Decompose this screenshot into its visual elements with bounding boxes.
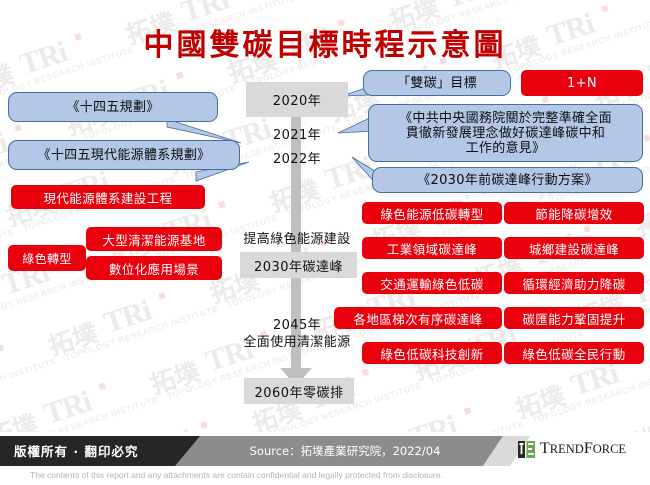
copyright-text: 版權所有 · 翻印必究 — [14, 444, 139, 459]
milestone-2022: 2022年 — [272, 152, 322, 167]
redbox-action-8[interactable]: 綠色低碳科技創新 — [362, 342, 502, 364]
redbox-action-9[interactable]: 綠色低碳全民行動 — [504, 342, 644, 364]
milestone-2060: 2060年零碳排 — [244, 378, 354, 404]
redbox-action-3[interactable]: 城鄉建設碳達峰 — [504, 237, 644, 259]
redbox-action-5[interactable]: 循環經濟助力降碳 — [504, 272, 644, 294]
redbox-green-transition[interactable]: 綠色轉型 — [8, 245, 86, 271]
diagram-content: 2020年 2021年 2022年 提高綠色能源建設 2030年碳達峰 2045… — [8, 70, 644, 404]
logo-f: F — [583, 440, 593, 457]
redbox-action-0[interactable]: 綠色能源低碳轉型 — [362, 202, 502, 224]
opinion-line-1: 《中共中央國務院關於完整準確全面 — [399, 110, 612, 126]
logo-rend: REND — [549, 442, 584, 456]
opinion-line-3: 工作的意見》 — [465, 140, 546, 156]
logo-orce: ORCE — [592, 442, 627, 456]
milestone-2030: 2030年碳達峰 — [240, 252, 357, 278]
callout-plan-14th5[interactable]: 《十四五規劃》 — [8, 92, 218, 122]
callout-tail-plan1 — [166, 118, 242, 144]
timeline-arrow — [280, 110, 312, 386]
redbox-energy-system-project[interactable]: 現代能源體系建設工程 — [11, 185, 205, 209]
callout-peak-2030-plan[interactable]: 《2030年前碳達峰行動方案》 — [372, 167, 643, 193]
redbox-clean-energy-base[interactable]: 大型清潔能源基地 — [86, 227, 222, 251]
redbox-action-7[interactable]: 碳匯能力鞏固提升 — [504, 307, 644, 329]
redbox-digital-scenario[interactable]: 數位化應用場景 — [86, 256, 222, 280]
redbox-action-2[interactable]: 工業領域碳達峰 — [362, 237, 502, 259]
callout-state-council-opinion[interactable]: 《中共中央國務院關於完整準確全面 貫徹新發展理念做好碳達峰碳中和 工作的意見》 — [368, 104, 643, 162]
page-title: 中國雙碳目標時程示意圖 — [143, 28, 507, 63]
redbox-action-4[interactable]: 交通運輸綠色低碳 — [362, 272, 502, 294]
logo-t: T — [540, 440, 550, 457]
connector-lines — [166, 85, 379, 386]
opinion-line-2: 貫徹新發展理念做好碳達峰碳中和 — [405, 125, 606, 141]
milestone-2045-year: 2045年 — [272, 318, 322, 333]
redbox-action-1[interactable]: 節能降碳增效 — [504, 202, 644, 224]
trendforce-logo-text: TRENDFORCE — [540, 440, 626, 458]
callout-dual-carbon-goal[interactable]: 「雙碳」目標 — [363, 70, 511, 96]
footer: 版權所有 · 翻印必究 Source：拓墣產業研究院，2022/04 TREND… — [0, 432, 650, 485]
redbox-action-6[interactable]: 各地區梯次有序碳達峰 — [334, 307, 502, 329]
redbox-one-plus-n[interactable]: 1+N — [521, 70, 643, 96]
trendforce-logo-mark — [518, 440, 535, 458]
disclaimer-text: The contents of this report and any atta… — [30, 470, 443, 480]
milestone-2045-desc: 全面使用清潔能源 — [243, 335, 351, 350]
callout-plan-energy-system[interactable]: 《十四五現代能源體系規劃》 — [8, 140, 240, 170]
milestone-2021: 2021年 — [272, 128, 322, 143]
milestone-2020: 2020年 — [246, 82, 348, 117]
trendforce-logo: TRENDFORCE — [518, 440, 626, 458]
milestone-green-energy-build: 提高綠色能源建設 — [243, 232, 351, 247]
source-text: Source：拓墣產業研究院，2022/04 — [249, 444, 441, 458]
